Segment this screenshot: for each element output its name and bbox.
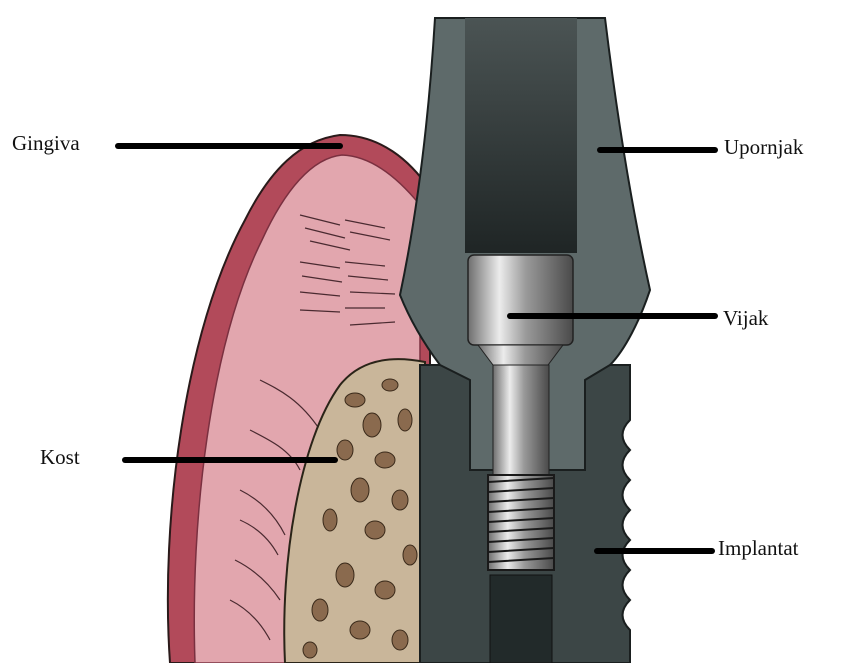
label-vijak: Vijak: [723, 308, 768, 329]
label-upornjak: Upornjak: [724, 137, 803, 158]
label-implantat: Implantat: [718, 538, 798, 559]
screw-neck: [478, 345, 563, 365]
screw-head: [468, 255, 573, 345]
label-gingiva: Gingiva: [12, 133, 80, 154]
screw-thread: [488, 475, 554, 570]
label-kost: Kost: [40, 447, 80, 468]
abutment-cavity: [465, 18, 577, 253]
screw-shaft: [493, 365, 549, 475]
implant-bore: [490, 575, 552, 663]
